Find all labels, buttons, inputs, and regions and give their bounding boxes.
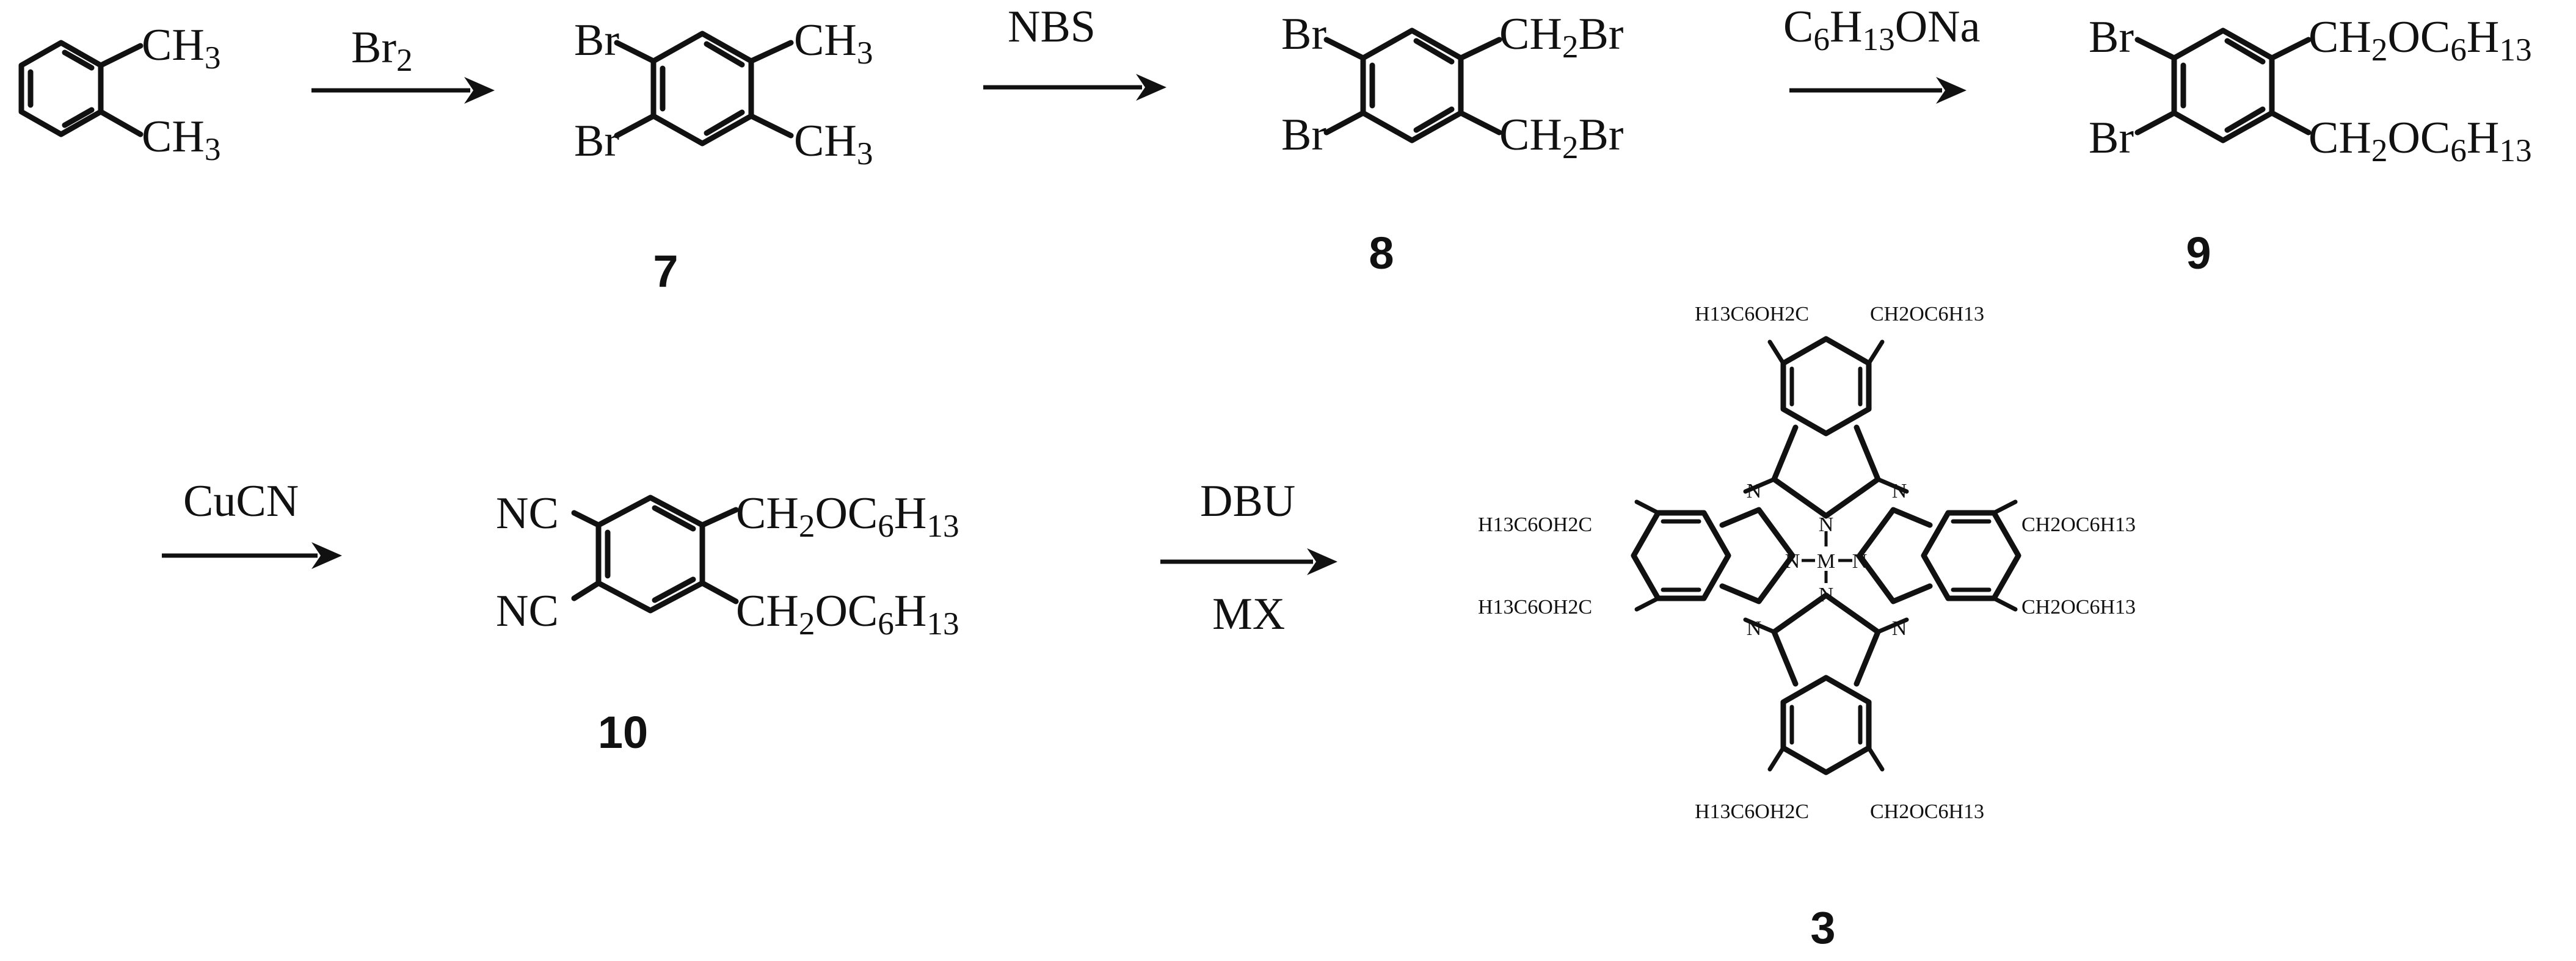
c9-br-top: Br bbox=[2089, 12, 2134, 62]
c8-ch2br-bottom: CH2Br bbox=[1499, 110, 1623, 165]
c7-br-top: Br bbox=[574, 15, 619, 65]
c9-substituent-top: CH2OC6H13 bbox=[2309, 12, 2532, 68]
metal-center: M bbox=[1817, 550, 1835, 573]
compound-9: Br Br CH2OC6H13 CH2OC6H13 9 bbox=[2089, 12, 2532, 278]
c7-br-bottom: Br bbox=[574, 116, 619, 166]
phthalocyanine-3: M N N N N N N N N H13C6OH2C CH2OC6H13 H1… bbox=[1478, 303, 2136, 953]
reagent-nbs: NBS bbox=[1008, 2, 1096, 52]
compound-number-3: 3 bbox=[1810, 902, 1835, 953]
compound-number-9: 9 bbox=[2186, 228, 2211, 278]
reaction-arrow-4: CuCN bbox=[162, 476, 342, 569]
sub-bottom-right: CH2OC6H13 bbox=[1870, 800, 1984, 823]
sub-bottom-left: H13C6OH2C bbox=[1695, 800, 1809, 823]
c9-substituent-bottom: CH2OC6H13 bbox=[2309, 113, 2532, 169]
sub-right-top: CH2OC6H13 bbox=[2021, 513, 2136, 536]
c10-substituent-top: CH2OC6H13 bbox=[736, 488, 959, 544]
compound-number-7: 7 bbox=[653, 246, 678, 297]
reaction-arrow-5: DBU MX bbox=[1160, 476, 1337, 639]
methyl-label-2: CH3 bbox=[142, 112, 220, 167]
sub-top-right: CH2OC6H13 bbox=[1870, 303, 1984, 325]
n-inner-top: N bbox=[1819, 513, 1834, 536]
n-meso-bl: N bbox=[1747, 617, 1762, 640]
sub-right-bottom: CH2OC6H13 bbox=[2021, 596, 2136, 618]
c9-br-bottom: Br bbox=[2089, 113, 2134, 163]
n-inner-bottom: N bbox=[1819, 584, 1834, 606]
sub-left-bottom: H13C6OH2C bbox=[1478, 596, 1592, 618]
methyl-label-1: CH3 bbox=[142, 20, 220, 76]
c10-substituent-bottom: CH2OC6H13 bbox=[736, 586, 959, 642]
reagent-br2: Br2 bbox=[351, 23, 413, 78]
reaction-arrow-1: Br2 bbox=[311, 23, 495, 104]
c8-ch2br-top: CH2Br bbox=[1499, 9, 1623, 65]
sub-top-left: H13C6OH2C bbox=[1695, 303, 1809, 325]
n-meso-br: N bbox=[1892, 617, 1907, 640]
n-inner-left: N bbox=[1785, 550, 1800, 573]
c7-ch3-top: CH3 bbox=[794, 15, 873, 71]
reaction-arrow-3: C6H13ONa bbox=[1783, 2, 1980, 104]
o-xylene: CH3 CH3 bbox=[18, 20, 220, 167]
sub-left-top: H13C6OH2C bbox=[1478, 513, 1592, 536]
compound-7: Br Br CH3 CH3 7 bbox=[574, 15, 873, 297]
reagent-mx: MX bbox=[1212, 589, 1285, 639]
reaction-arrow-2: NBS bbox=[983, 2, 1166, 101]
n-meso-tl: N bbox=[1747, 480, 1762, 502]
compound-8: Br Br CH2Br CH2Br 8 bbox=[1281, 9, 1623, 278]
n-meso-tr: N bbox=[1892, 480, 1907, 502]
reagent-hexoxide: C6H13ONa bbox=[1783, 2, 1980, 57]
compound-10: NC NC CH2OC6H13 CH2OC6H13 10 bbox=[496, 488, 959, 758]
c8-br-bottom: Br bbox=[1281, 110, 1326, 160]
reagent-dbu: DBU bbox=[1200, 476, 1295, 526]
c10-nc-bottom: NC bbox=[496, 586, 559, 636]
compound-number-10: 10 bbox=[598, 707, 648, 758]
n-inner-right: N bbox=[1852, 550, 1868, 573]
c7-ch3-bottom: CH3 bbox=[794, 116, 873, 172]
reagent-cucn: CuCN bbox=[183, 476, 299, 526]
compound-number-8: 8 bbox=[1369, 228, 1394, 278]
c8-br-top: Br bbox=[1281, 9, 1326, 59]
c10-nc-top: NC bbox=[496, 488, 559, 539]
